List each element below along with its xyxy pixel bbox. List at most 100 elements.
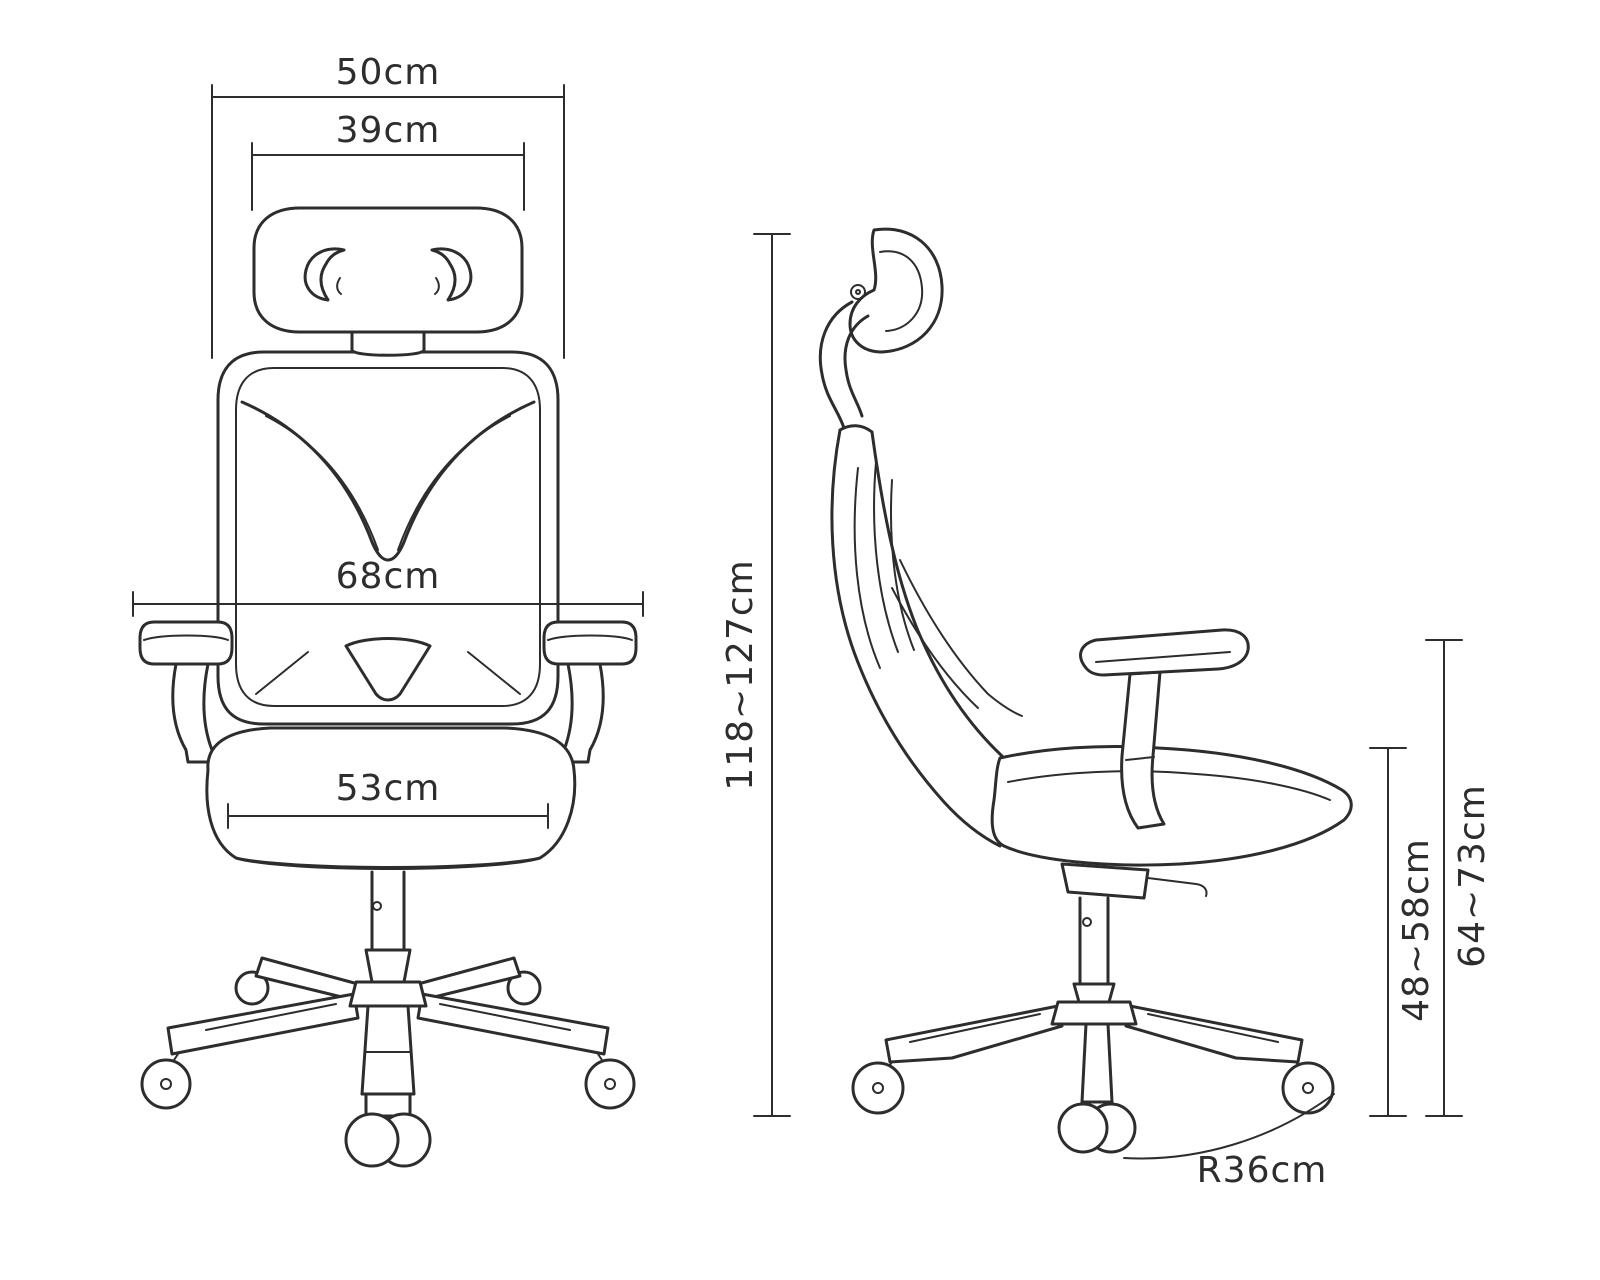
leg-back-right (416, 956, 522, 1002)
side-seat-mechanism (1060, 862, 1150, 900)
dimension-headrest-width: 39cm (251, 110, 525, 211)
side-view (818, 227, 1353, 1154)
side-headrest-pivot-dot (855, 289, 861, 295)
dim-label-seat-height: 48~58cm (1396, 838, 1437, 1022)
side-base-hub (1050, 1000, 1138, 1026)
armrest-pad-right (542, 620, 638, 666)
front-view-dimensions: 50cm 39cm 68cm 53cm (132, 52, 644, 829)
dim-label-base-radius: R36cm (1197, 1150, 1328, 1191)
side-headrest (818, 227, 944, 430)
side-view-dimensions: 118~127cm 48~58cm 64~73cm R36cm (720, 233, 1493, 1191)
caster-hub-left (160, 1078, 172, 1090)
backrest-inner-frame (235, 367, 541, 707)
dim-label-overall-width: 68cm (336, 556, 441, 597)
side-base (851, 896, 1335, 1154)
dimension-headrest-frame-width: 50cm (211, 52, 565, 359)
side-caster-hub-left (872, 1082, 884, 1094)
caster-wheel-left (140, 1058, 192, 1110)
side-armrest-support (1120, 670, 1166, 830)
side-seat-lever (1147, 877, 1208, 897)
caster-front-wheel-left (344, 1112, 400, 1168)
front-armrests (138, 620, 638, 764)
gas-lift-knob (372, 901, 382, 911)
front-view (138, 206, 638, 1168)
side-headrest-inner (879, 250, 924, 332)
dim-label-headrest-frame-width: 50cm (336, 52, 441, 93)
leg-side-right-line (439, 1003, 571, 1031)
armrest-support-right (560, 662, 605, 764)
dimension-armrest-height: 64~73cm (1425, 639, 1493, 1117)
armrest-pad-left-line (143, 634, 229, 641)
side-headrest-bracket-inner (843, 314, 870, 418)
dim-radius-arc (1123, 1093, 1335, 1160)
dimension-overall-height: 118~127cm (720, 233, 791, 1117)
dim-label-overall-height: 118~127cm (720, 559, 761, 790)
side-backrest-mesh-3 (890, 479, 915, 651)
caster-wheel-right (584, 1058, 636, 1110)
side-seat (990, 744, 1353, 900)
seat-outline (205, 726, 577, 870)
side-armrest-pad-line (1095, 651, 1231, 663)
side-caster-wheel-right (1281, 1061, 1335, 1115)
side-backrest-top (838, 424, 874, 434)
front-backrest (216, 350, 560, 726)
side-lumbar-frame-2 (891, 587, 979, 709)
leg-side-left-line (205, 1003, 337, 1031)
side-caster-wheel-left (851, 1061, 905, 1115)
side-armrest (1079, 628, 1250, 830)
side-backrest-back-edge (830, 428, 1002, 848)
side-leg-left-line (909, 1013, 1041, 1043)
caster-back-left (234, 970, 270, 1006)
side-headrest-bracket-outer (818, 300, 854, 430)
side-headrest-outline (848, 227, 944, 354)
seat-front-lip (235, 857, 541, 868)
side-caster-hub-right (1302, 1082, 1314, 1094)
backrest-outline (216, 350, 560, 726)
side-backrest-front-edge (870, 430, 1004, 758)
side-leg-front (1080, 1022, 1114, 1104)
side-seat-cushion-line (1007, 770, 1331, 801)
front-base (140, 870, 636, 1168)
side-backrest-mesh-2 (873, 461, 899, 653)
headrest-hook-left (336, 277, 342, 295)
caster-back-right (506, 970, 542, 1006)
armrest-pad-right-line (547, 634, 633, 641)
side-armrest-support-line (1125, 756, 1155, 761)
side-headrest-pivot (850, 284, 866, 300)
backrest-accent-left (255, 651, 309, 695)
leg-back-left (254, 956, 360, 1002)
side-gas-lift-knob (1082, 917, 1092, 927)
dimension-seat-width: 53cm (227, 762, 549, 829)
dim-label-seat-width: 53cm (336, 768, 441, 809)
side-seat-outline (990, 744, 1353, 867)
front-seat (205, 726, 577, 870)
base-hub (348, 980, 428, 1008)
dim-label-headrest-width: 39cm (336, 110, 441, 151)
dimension-seat-height: 48~58cm (1369, 747, 1437, 1117)
leg-front (360, 1004, 416, 1096)
headrest-cutout-left (303, 247, 346, 302)
dimension-overall-width: 68cm (132, 550, 644, 617)
backrest-accent-right (467, 651, 521, 695)
side-backrest-mesh-1 (853, 467, 881, 669)
caster-hub-right (604, 1078, 616, 1090)
headrest-stem (350, 330, 426, 357)
headrest-outline (252, 206, 524, 334)
armrest-support-left (171, 662, 216, 764)
armrest-pad-left (138, 620, 234, 666)
headrest-cutout-right (430, 247, 473, 302)
side-backrest (830, 424, 1023, 848)
side-leg-right-line (1147, 1013, 1279, 1043)
side-gas-lift-taper (1072, 982, 1116, 1004)
dimension-base-radius: R36cm (1123, 1093, 1335, 1191)
front-headrest (252, 206, 524, 357)
leg-side-left (166, 992, 360, 1056)
side-lumbar-frame-1 (899, 559, 1023, 717)
gas-lift-taper (364, 948, 412, 984)
side-caster-front-wheel (1057, 1102, 1109, 1154)
backrest-lumbar-diamond (344, 637, 432, 702)
headrest-hook-right (434, 277, 440, 295)
side-armrest-pad (1079, 628, 1250, 677)
